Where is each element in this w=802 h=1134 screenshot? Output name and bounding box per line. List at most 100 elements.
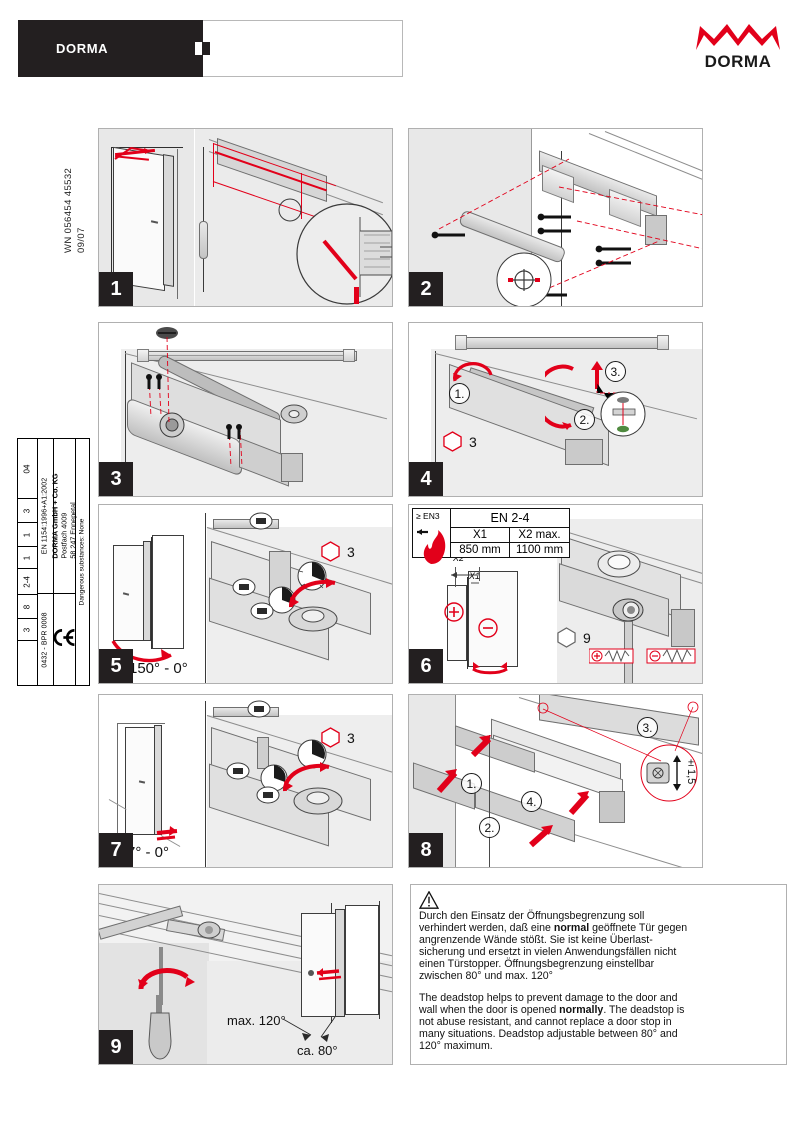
- ce-cell-c5: 3: [18, 499, 37, 523]
- panel-1-badge: 1: [99, 272, 133, 306]
- hex-key-icon: [321, 541, 340, 562]
- en-line-1: The deadstop helps to prevent damage to …: [419, 991, 678, 1004]
- panel-8-step-4: 4.: [521, 791, 542, 812]
- ce-cell-c1: 8: [18, 595, 37, 619]
- panel-9-badge: 9: [99, 1030, 133, 1064]
- hex-key-icon: [443, 431, 462, 452]
- ce-symbol-cell: [51, 594, 77, 685]
- logo-wordmark: DORMA: [704, 52, 772, 71]
- hex-key-icon: [557, 627, 576, 648]
- panel-4-hex-size: 3: [469, 433, 477, 450]
- panel-7: 7° - 0°: [98, 694, 393, 868]
- de-line-2a: verhindert werden, daß eine: [419, 922, 554, 935]
- en-line-4: many situations. Deadstop adjustable bet…: [419, 1027, 678, 1040]
- ce-dangerous-substances-text: Dangerous substances: None: [78, 518, 86, 606]
- brand-bar-label: DORMA: [56, 41, 109, 56]
- ce-company-name: DORMA GmbH + Co. KG: [50, 473, 60, 559]
- panel-6: 9 X2 X1 ≥ EN3: [408, 504, 703, 684]
- panel-3-badge: 3: [99, 462, 133, 496]
- brand-marker-square-white: [195, 42, 202, 55]
- en-col2-head: X2 max.: [518, 529, 561, 541]
- panel-5-badge: 5: [99, 649, 133, 683]
- panel-9: max. 120° ca. 80° 9: [98, 884, 393, 1065]
- ce-dangerous-substances-column: Dangerous substances: None: [76, 439, 89, 685]
- en-table-title: EN 2-4: [451, 509, 569, 528]
- panel-9-angle-max: max. 120°: [227, 1013, 286, 1028]
- panel-5-hex-key: 3: [321, 541, 355, 562]
- panel-6-dim-x1: X1: [469, 571, 481, 581]
- fire-rating-cell: ≥ EN3: [413, 509, 451, 564]
- panel-4-step-3: 3.: [605, 361, 626, 382]
- panel-1: 1: [98, 128, 393, 307]
- en-line-2b: . The deadstop is: [603, 1003, 685, 1016]
- ce-cell-c4: 1: [18, 523, 37, 547]
- instructions-german: Durch den Einsatz der Öffnungsbegrenzung…: [419, 910, 778, 983]
- ce-notified-body-text: 0432 - BPR 0008: [41, 611, 49, 668]
- assembly-arrow: [470, 735, 492, 758]
- panel-4-step-2: 2.: [574, 409, 595, 430]
- ce-standard-column: EN 1154:1996+A1:2002 0432 - BPR 0008: [37, 439, 54, 685]
- panel-7-hex-size: 3: [347, 729, 355, 746]
- ce-cell-year: 04: [18, 439, 37, 499]
- panel-6-badge: 6: [409, 649, 443, 683]
- instructions-english: The deadstop helps to prevent damage to …: [419, 992, 778, 1052]
- panel-9-angle-approx: ca. 80°: [297, 1043, 338, 1058]
- panel-5-caption: 150° - 0°: [129, 660, 188, 677]
- en-bold-word: normally: [559, 1003, 604, 1016]
- en-col1-head: X1: [451, 528, 510, 542]
- de-line-6: zwischen 80° und max. 120°: [419, 970, 553, 983]
- ce-company-street: Postfach 4009: [59, 512, 69, 559]
- minus-circle-icon: [478, 618, 498, 638]
- de-line-2b: geöffnete Tür gegen: [589, 922, 688, 935]
- en-table-columns: EN 2-4 X1 X2 max. 850 mm 1100 mm: [451, 509, 569, 557]
- panel-8-tolerance: ±1,5: [685, 757, 697, 785]
- en-line-2a: wall when the door is opened: [419, 1003, 560, 1016]
- brand-bar-white-field: [203, 20, 403, 77]
- panel-3: 3: [98, 322, 393, 497]
- panel-8-badge: 8: [409, 833, 443, 867]
- panel-7-badge: 7: [99, 833, 133, 867]
- panel-8-step-3: 3.: [637, 717, 658, 738]
- panel-4-hex-key: 3: [443, 431, 477, 452]
- panel-8: ±1,5 1. 2. 3. 4. 8: [408, 694, 703, 868]
- panel-4: 1. 2. 3. 3 4: [408, 322, 703, 497]
- ce-classification-grid: 04 3 1 1 2-4 8 3: [18, 439, 38, 685]
- de-line-4: sicherung und ersetzt in vielen Anwendun…: [419, 946, 677, 959]
- panel-2-badge: 2: [409, 272, 443, 306]
- ce-company-text: DORMA GmbH + Co. KG Postfach 4009 58 247…: [51, 473, 78, 558]
- panel-4-badge: 4: [409, 462, 443, 496]
- panel-4-step-1: 1.: [449, 383, 470, 404]
- instructions-panel: Durch den Einsatz der Öffnungsbegrenzung…: [410, 884, 787, 1065]
- ce-cell-c3: 1: [18, 547, 37, 569]
- panel-8-step-2: 2.: [479, 817, 500, 838]
- panel-6-dim-x2: X2: [453, 553, 465, 563]
- ce-cell-c0: 3: [18, 619, 37, 641]
- ce-declaration-block: 04 3 1 1 2-4 8 3 EN 1154:199: [17, 438, 90, 686]
- ce-cell-c2: 2-4: [18, 569, 37, 595]
- panel-2: 2: [408, 128, 703, 307]
- en-table-value-row: 850 mm 1100 mm: [451, 542, 569, 557]
- de-line-3: angrenzende Wände stößt. Sie ist keine Ü…: [419, 934, 653, 947]
- panel-8-step-1: 1.: [461, 773, 482, 794]
- ce-mark-icon: [51, 628, 77, 651]
- crown-icon: [696, 24, 780, 50]
- en-line-5: 120° maximum.: [419, 1039, 493, 1052]
- ce-standard-text: EN 1154:1996+A1:2002: [41, 477, 49, 555]
- warning-triangle-icon: [419, 891, 439, 909]
- panel-6-en-table: ≥ EN3 EN 2-4 X1 X2 max. 850 mm 1100 mm: [412, 508, 570, 564]
- panel-7-hex-key: 3: [321, 727, 355, 748]
- page-header: DORMA DORMA: [0, 0, 802, 100]
- ce-year-value: 04: [22, 464, 32, 473]
- ce-cell-blank: [18, 641, 37, 685]
- flame-icon: [417, 529, 446, 564]
- panel-6-hex-key: 9: [557, 627, 591, 648]
- panel-6-hex-size: 9: [583, 629, 591, 646]
- de-line-5: einen Türstopper. Öffnungsbegrenzung ein…: [419, 958, 655, 971]
- ce-standard-cell: EN 1154:1996+A1:2002: [37, 439, 53, 594]
- panel-5-hex-size: 3: [347, 543, 355, 560]
- panel-7-caption: 7° - 0°: [127, 844, 170, 861]
- en-col2-value: 1100 mm: [510, 542, 569, 557]
- brand-marker-square-black: [202, 42, 210, 55]
- en-col1-value: 850 mm: [451, 542, 510, 557]
